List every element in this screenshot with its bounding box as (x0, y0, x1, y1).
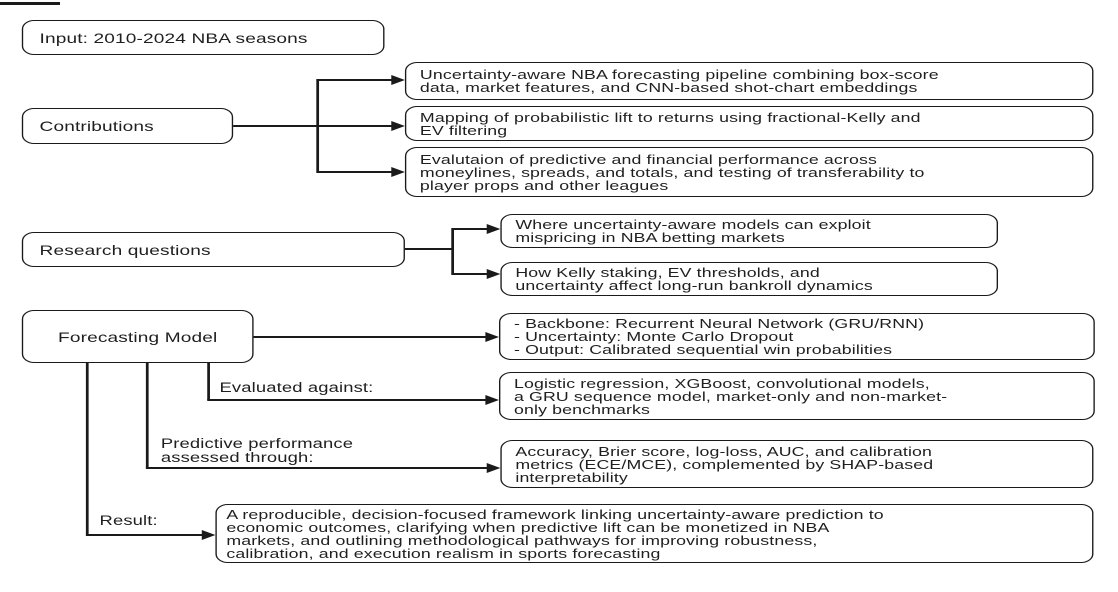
research-question-bankroll-box: How Kelly staking, EV thresholds, and un… (500, 262, 999, 296)
evaluated-against-label: Evaluated against: (219, 380, 374, 395)
input-label: Input: 2010-2024 NBA seasons (39, 29, 308, 46)
connector-contributions-branch-2 (317, 125, 395, 127)
contribution-item-mapping-box: Mapping of probabilistic lift to returns… (404, 106, 1094, 141)
connector-predictive-horizontal (145, 467, 490, 469)
arrowhead-icon (485, 395, 500, 405)
metrics-box: Accuracy, Brier score, log-loss, AUC, an… (500, 440, 1094, 488)
research-question-item: How Kelly staking, EV thresholds, and un… (515, 265, 873, 293)
connector-evaluated-horizontal (207, 399, 489, 401)
connector-model-main (253, 336, 489, 338)
research-question-item: Where uncertainty-aware models can explo… (515, 217, 871, 245)
predictive-performance-label: Predictive performance assessed through: (160, 436, 354, 465)
evaluated-against-text: Logistic regression, XGBoost, convolutio… (514, 375, 948, 417)
arrowhead-icon (486, 269, 501, 279)
connector-evaluated-vertical (207, 363, 210, 400)
arrowhead-icon (391, 121, 405, 131)
model-architecture-text: - Backbone: Recurrent Neural Network (GR… (514, 316, 925, 357)
research-questions-label: Research questions (39, 241, 211, 258)
connector-predictive-vertical (145, 363, 149, 468)
connector-contributions-branch-1 (317, 79, 395, 81)
research-questions-box: Research questions (21, 232, 405, 267)
result-text: A reproducible, decision-focused framewo… (226, 506, 884, 561)
arrowhead-icon (485, 332, 500, 342)
result-box: A reproducible, decision-focused framewo… (215, 504, 1094, 563)
forecasting-model-box: Forecasting Model (21, 310, 254, 363)
research-question-mispricing-box: Where uncertainty-aware models can explo… (500, 214, 999, 248)
arrowhead-icon (391, 75, 405, 85)
crop-artifact-line (0, 2, 60, 5)
forecasting-model-label: Forecasting Model (58, 328, 218, 345)
contributions-label: Contributions (39, 118, 154, 134)
contribution-item: Evalutaion of predictive and financial p… (419, 151, 925, 193)
arrowhead-icon (201, 530, 216, 540)
contributions-box: Contributions (21, 108, 234, 144)
connector-research-branch-1 (452, 228, 490, 230)
contribution-item: Uncertainty-aware NBA forecasting pipeli… (419, 67, 939, 95)
arrowhead-icon (486, 463, 501, 473)
evaluated-against-box: Logistic regression, XGBoost, convolutio… (499, 372, 1095, 420)
contribution-item-pipeline-box: Uncertainty-aware NBA forecasting pipeli… (404, 62, 1094, 100)
model-architecture-box: - Backbone: Recurrent Neural Network (GR… (499, 313, 1095, 360)
connector-research-stem (404, 248, 455, 250)
contribution-item: Mapping of probabilistic lift to returns… (419, 109, 921, 138)
arrowhead-icon (486, 224, 501, 234)
result-label: Result: (99, 513, 158, 528)
connector-contributions-branch-3 (317, 171, 395, 173)
connector-research-trunk (451, 228, 454, 275)
connector-result-horizontal (85, 534, 205, 536)
connector-contributions-stem (233, 125, 320, 127)
contribution-item-evaluation-box: Evalutaion of predictive and financial p… (404, 147, 1094, 197)
input-box: Input: 2010-2024 NBA seasons (21, 20, 385, 55)
connector-research-branch-2 (452, 273, 490, 275)
connector-result-vertical (85, 363, 89, 535)
metrics-text: Accuracy, Brier score, log-loss, AUC, an… (515, 443, 934, 485)
arrowhead-icon (391, 167, 405, 177)
